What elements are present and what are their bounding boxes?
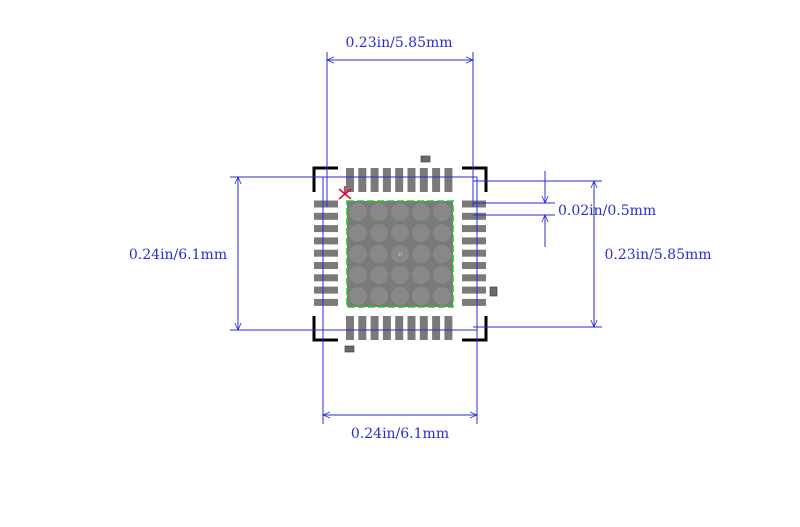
thermal-via	[391, 224, 409, 242]
pad-right-3	[462, 225, 486, 233]
dim-pitch-label: 0.02in/0.5mm	[558, 203, 656, 219]
thermal-via	[349, 203, 367, 221]
thermal-via	[433, 203, 451, 221]
pad-top-3	[370, 168, 379, 192]
pad-left-9	[314, 298, 338, 306]
thermal-via	[412, 287, 430, 305]
pad-bottom-2	[358, 316, 367, 340]
pad-top-5	[395, 168, 404, 192]
thermal-via	[370, 224, 388, 242]
thermal-via	[349, 287, 367, 305]
thermal-via	[391, 287, 409, 305]
dim-top-label: 0.23in/5.85mm	[345, 35, 452, 51]
thermal-via	[370, 287, 388, 305]
silk-corner-bottom-right	[462, 316, 488, 342]
thermal-via	[391, 203, 409, 221]
pad-bottom-4	[382, 316, 391, 340]
fiducial-right	[489, 286, 498, 297]
pad-left-8	[314, 286, 338, 294]
pad-top-1	[346, 168, 354, 192]
thermal-via	[433, 224, 451, 242]
pad-right-8	[462, 286, 486, 294]
pin1-marker-icon	[338, 186, 352, 200]
pad-right-4	[462, 237, 486, 245]
thermal-pad: 37	[346, 200, 454, 308]
thermal-via	[433, 245, 451, 263]
fiducial-bottom	[344, 345, 355, 353]
pad-right-2	[462, 212, 486, 220]
pad-left-5	[314, 249, 338, 257]
thermal-via	[370, 266, 388, 284]
pad-bottom-9	[444, 316, 453, 340]
fiducial-top	[420, 155, 431, 163]
pad-bottom-5	[395, 316, 404, 340]
thermal-via	[412, 245, 430, 263]
thermal-via	[349, 266, 367, 284]
pad-bottom-1	[346, 316, 354, 340]
pad-top-8	[432, 168, 441, 192]
pad-right-1	[462, 200, 486, 208]
silk-corner-top-right	[462, 166, 488, 192]
thermal-via	[433, 266, 451, 284]
thermal-via	[433, 287, 451, 305]
pad-right-7	[462, 274, 486, 282]
dim-left-label: 0.24in/6.1mm	[129, 247, 227, 263]
pad-bottom-3	[370, 316, 379, 340]
thermal-via	[349, 245, 367, 263]
thermal-via	[391, 266, 409, 284]
pad-top-4	[382, 168, 391, 192]
pad-left-6	[314, 262, 338, 269]
pad-top-7	[419, 168, 428, 192]
pad-top-2	[358, 168, 367, 192]
dimension-lines	[230, 52, 602, 424]
pad-left-7	[314, 274, 338, 282]
thermal-via	[412, 203, 430, 221]
thermal-via	[391, 245, 409, 263]
pad-left-4	[314, 237, 338, 245]
pad-bottom-6	[407, 316, 416, 340]
pad-top-6	[407, 168, 416, 192]
thermal-via	[349, 224, 367, 242]
dim-bottom-label: 0.24in/6.1mm	[351, 426, 449, 442]
pad-left-1	[314, 200, 338, 208]
pad-right-5	[462, 249, 486, 257]
thermal-pad-label: 37	[397, 252, 403, 257]
pad-top-9	[444, 168, 453, 192]
silk-corner-top-left	[312, 166, 338, 192]
dim-right-label: 0.23in/5.85mm	[604, 247, 711, 263]
thermal-via	[412, 224, 430, 242]
pad-left-2	[314, 212, 338, 220]
thermal-via	[370, 203, 388, 221]
thermal-via	[370, 245, 388, 263]
silkscreen-outline	[312, 166, 488, 342]
pad-right-9	[462, 298, 486, 306]
thermal-vias	[349, 203, 451, 305]
pad-right-6	[462, 262, 486, 269]
pad-bottom-7	[419, 316, 428, 340]
thermal-pad-outline	[346, 200, 454, 308]
thermal-via	[412, 266, 430, 284]
pad-array	[314, 168, 486, 340]
pad-bottom-8	[432, 316, 441, 340]
silk-corner-bottom-left	[312, 316, 338, 342]
pad-left-3	[314, 225, 338, 233]
